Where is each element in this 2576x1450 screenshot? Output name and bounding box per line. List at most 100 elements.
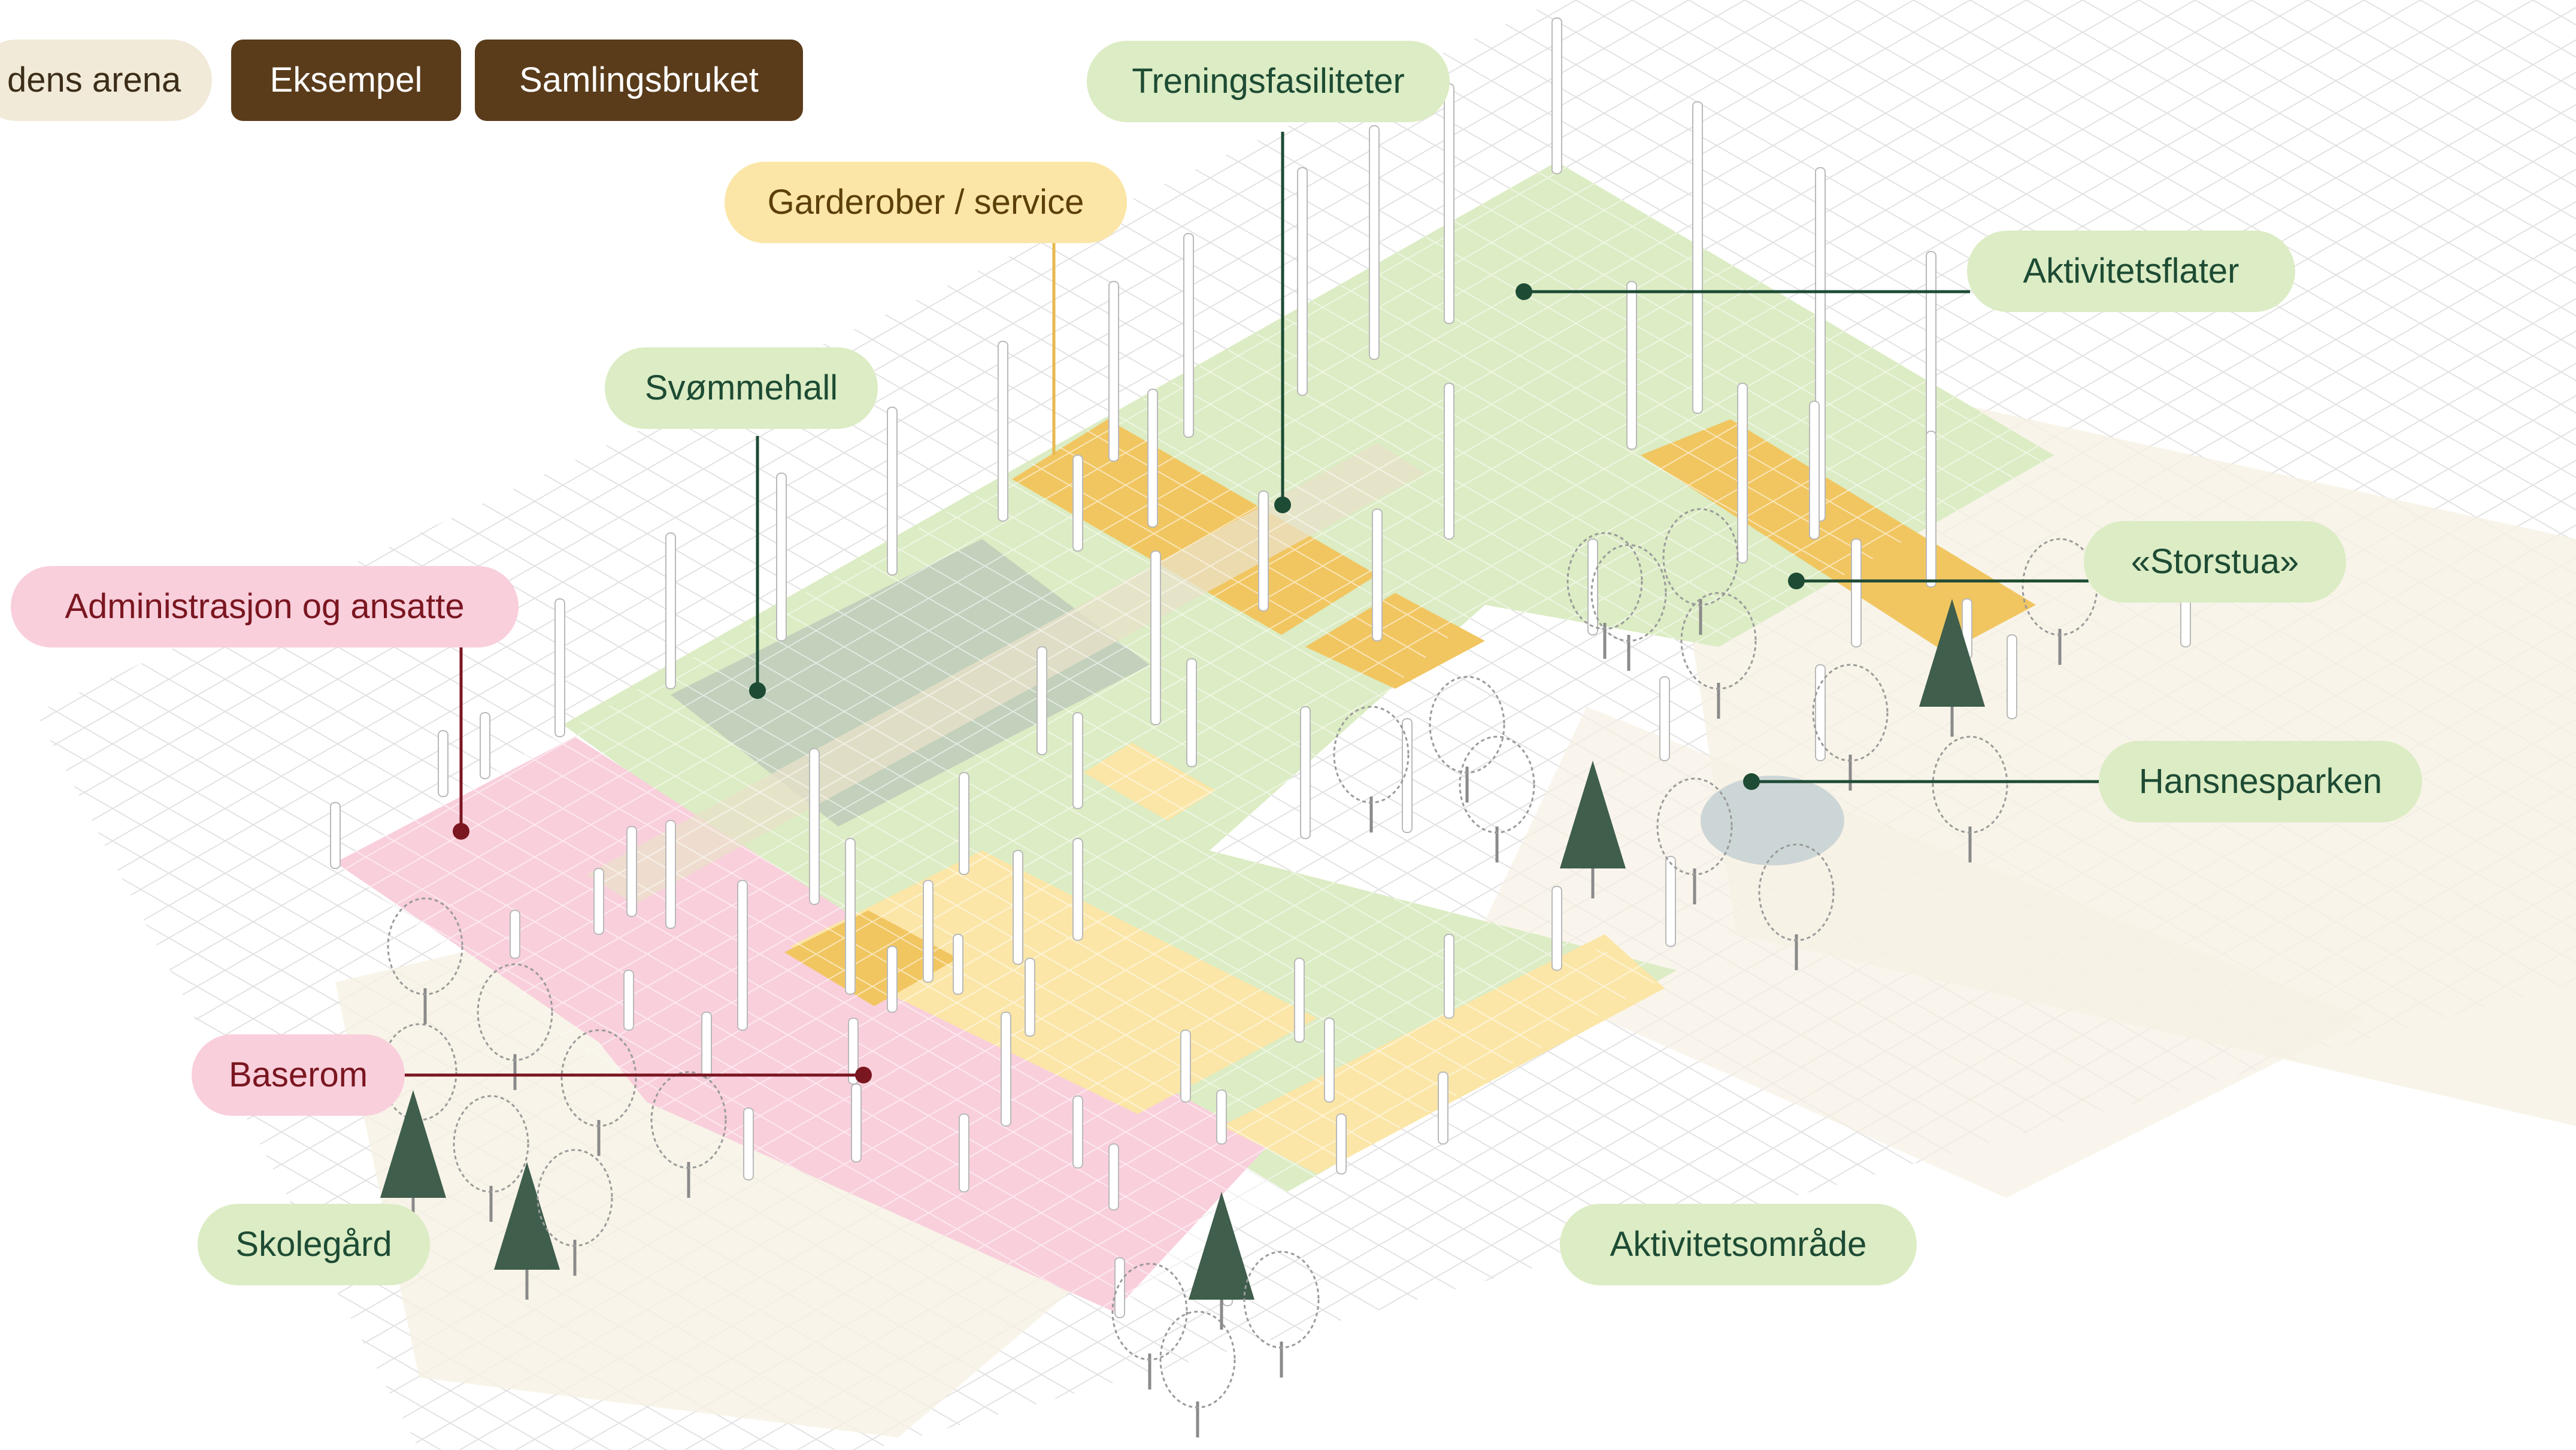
column bbox=[1180, 1030, 1191, 1103]
conifer-tree bbox=[1189, 1192, 1254, 1330]
label-skolegard: Skolegård bbox=[198, 1204, 430, 1285]
toggle-eksempel[interactable]: Eksempel bbox=[231, 40, 461, 121]
column bbox=[1186, 658, 1197, 767]
label-aktivitetsflater: Aktivitetsflater bbox=[1967, 231, 2295, 312]
column bbox=[593, 868, 604, 935]
dot-baserom bbox=[855, 1067, 872, 1083]
column bbox=[845, 838, 856, 995]
column bbox=[1815, 664, 1826, 761]
leader-lines bbox=[402, 132, 2102, 1077]
dot-administrasjon bbox=[453, 823, 469, 840]
column bbox=[1072, 1095, 1083, 1169]
column bbox=[1851, 538, 1862, 647]
column bbox=[923, 880, 934, 983]
deciduous-tree bbox=[1566, 532, 1643, 659]
deciduous-tree bbox=[537, 1149, 613, 1276]
deciduous-tree bbox=[387, 897, 463, 1024]
deciduous-tree bbox=[1656, 777, 1733, 904]
column bbox=[1108, 1143, 1119, 1210]
column bbox=[1147, 389, 1158, 528]
column bbox=[1438, 1071, 1448, 1145]
deciduous-tree bbox=[560, 1029, 637, 1156]
column bbox=[1013, 850, 1023, 965]
column bbox=[480, 712, 490, 779]
column bbox=[1216, 1089, 1227, 1145]
deciduous-tree bbox=[1459, 735, 1535, 862]
column bbox=[1150, 550, 1161, 725]
deciduous-tree bbox=[453, 1095, 529, 1222]
toggle-arena[interactable]: dens arena bbox=[0, 40, 213, 121]
column bbox=[510, 910, 520, 959]
column bbox=[2180, 598, 2191, 647]
column bbox=[959, 1113, 969, 1192]
deciduous-tree bbox=[650, 1071, 727, 1198]
column bbox=[2007, 634, 2017, 719]
column bbox=[1025, 958, 1035, 1037]
label-garderober: Garderober / service bbox=[725, 162, 1127, 243]
column bbox=[623, 970, 634, 1031]
deciduous-tree bbox=[1590, 544, 1667, 671]
column bbox=[554, 598, 565, 737]
label-storstua: «Storstua» bbox=[2084, 521, 2346, 603]
column bbox=[1072, 838, 1083, 941]
column bbox=[1297, 167, 1308, 396]
column bbox=[1372, 508, 1383, 641]
deciduous-tree bbox=[477, 963, 553, 1090]
trees bbox=[380, 508, 2098, 1437]
column bbox=[998, 341, 1008, 522]
label-administrasjon: Administrasjon og ansatte bbox=[11, 566, 519, 647]
column bbox=[1444, 934, 1454, 1019]
deciduous-tree bbox=[1758, 843, 1835, 970]
deciduous-tree bbox=[1159, 1310, 1236, 1437]
column bbox=[438, 730, 448, 797]
column bbox=[887, 946, 898, 1013]
column bbox=[1444, 83, 1454, 324]
column bbox=[1300, 706, 1311, 839]
column bbox=[776, 473, 787, 641]
column bbox=[1665, 856, 1676, 947]
deciduous-tree bbox=[1243, 1251, 1320, 1378]
column bbox=[1926, 431, 1936, 588]
column bbox=[1072, 455, 1083, 552]
deciduous-tree bbox=[1333, 706, 1410, 833]
column bbox=[1444, 383, 1454, 540]
column bbox=[1294, 958, 1305, 1043]
column bbox=[809, 748, 820, 905]
column bbox=[1551, 17, 1562, 174]
column bbox=[737, 880, 748, 1031]
column bbox=[1336, 1113, 1347, 1174]
column bbox=[626, 826, 637, 917]
deciduous-tree bbox=[1662, 508, 1739, 635]
column bbox=[1692, 101, 1703, 414]
conifer-tree bbox=[1560, 761, 1626, 898]
column bbox=[1659, 676, 1670, 761]
deciduous-tree bbox=[1111, 1263, 1188, 1390]
conifer-tree bbox=[1919, 599, 1985, 737]
column bbox=[1626, 281, 1637, 450]
dot-hansnesparken bbox=[1743, 773, 1760, 790]
column bbox=[1001, 1012, 1011, 1127]
column bbox=[1369, 125, 1380, 360]
column bbox=[701, 1012, 712, 1079]
label-baserom: Baserom bbox=[192, 1034, 405, 1116]
column bbox=[851, 1083, 862, 1163]
dot-svommehall bbox=[749, 682, 766, 699]
pond bbox=[1701, 776, 1844, 865]
dot-aktivitetsflater bbox=[1516, 283, 1532, 300]
columns bbox=[330, 17, 2191, 1318]
column bbox=[848, 1018, 859, 1085]
column bbox=[1402, 718, 1413, 833]
toggle-samlingsbruket[interactable]: Samlingsbruket bbox=[475, 40, 803, 121]
column bbox=[665, 532, 676, 689]
column bbox=[665, 820, 676, 929]
column bbox=[1183, 233, 1194, 438]
column bbox=[953, 934, 963, 995]
deciduous-tree bbox=[1812, 664, 1889, 791]
conifer-tree bbox=[494, 1162, 560, 1300]
deciduous-tree bbox=[1429, 676, 1505, 803]
column bbox=[1809, 401, 1820, 540]
label-aktivitetsomrade: Aktivitetsområde bbox=[1560, 1204, 1917, 1285]
column bbox=[959, 772, 969, 875]
column bbox=[330, 802, 341, 869]
